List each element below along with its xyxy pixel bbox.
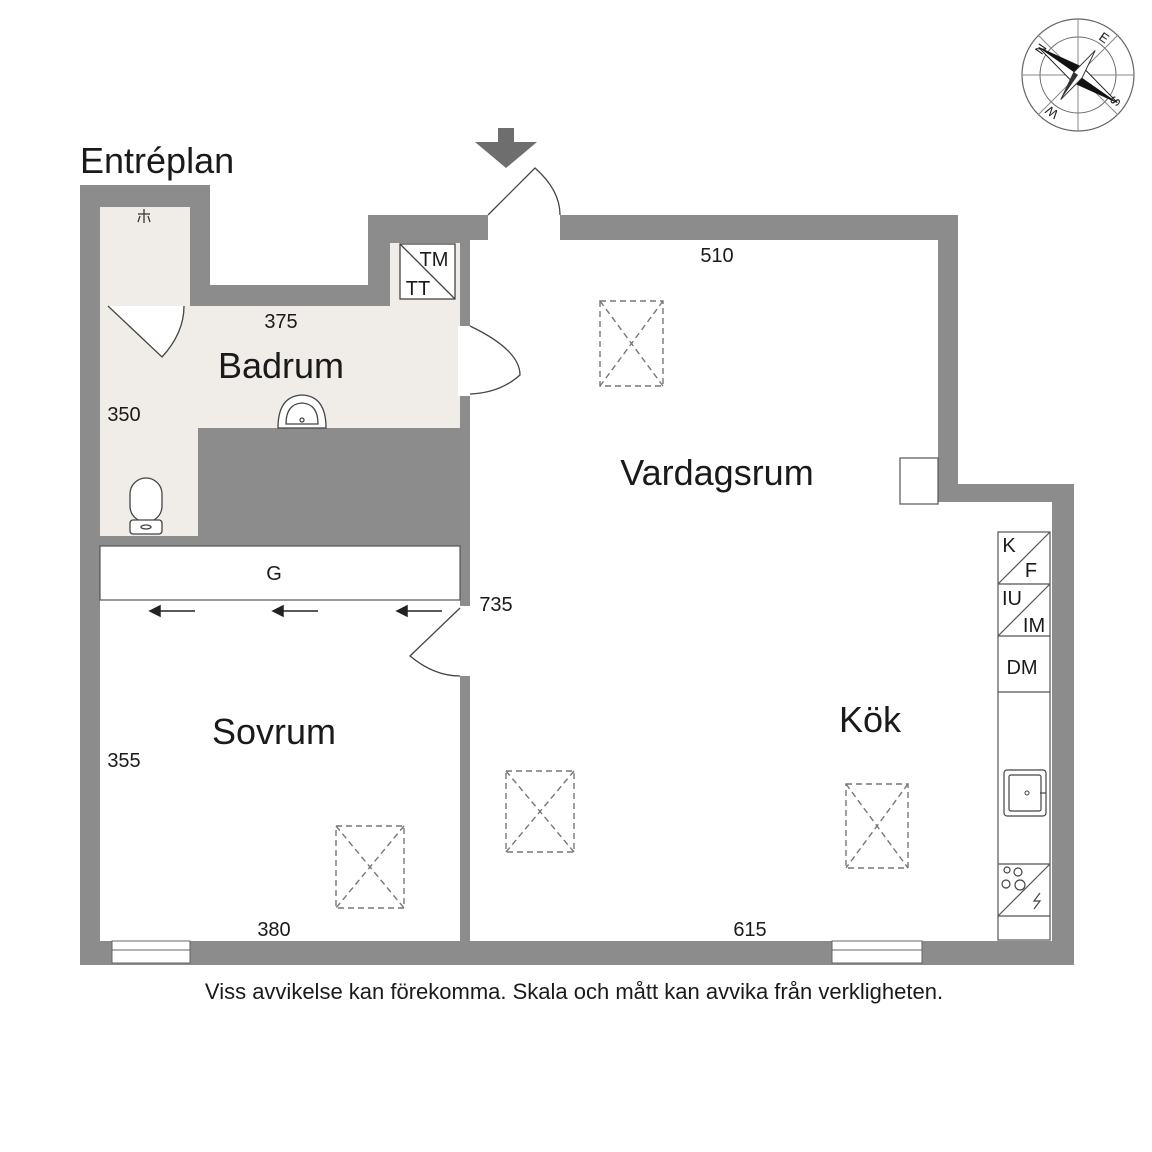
room-label-living: Vardagsrum <box>620 452 813 493</box>
sink-icon <box>277 394 327 429</box>
disclaimer: Viss avvikelse kan förekomma. Skala och … <box>205 979 943 1004</box>
dryer-label: TT <box>406 278 430 300</box>
room-label-bathroom: Badrum <box>218 345 344 386</box>
entrance-door <box>487 167 561 216</box>
entrance-arrow <box>475 128 537 168</box>
room-label-bedroom: Sovrum <box>212 711 336 752</box>
shaft-block <box>198 428 460 536</box>
dim-kitchen-width: 615 <box>733 919 766 941</box>
stove-icon <box>1001 866 1026 891</box>
wardrobe <box>99 545 461 601</box>
pillar-box <box>899 457 939 505</box>
wardrobe-label: G <box>266 563 282 585</box>
skylights <box>335 300 909 909</box>
kitchen-counter: K F IU IM DM <box>997 531 1051 941</box>
dishwasher-label: DM <box>1006 657 1037 679</box>
dim-bedroom-width: 380 <box>257 919 290 941</box>
room-label-kitchen: Kök <box>839 699 902 740</box>
window-bedroom <box>111 940 191 964</box>
shower-door <box>107 305 185 358</box>
microwave-im-label: IM <box>1023 615 1045 637</box>
living-floor <box>470 240 1052 941</box>
shower-icon <box>137 209 151 223</box>
sliding-door-arrows <box>148 604 442 618</box>
dim-total-depth: 735 <box>479 594 512 616</box>
bathroom-floor <box>100 207 460 536</box>
compass-icon: N E S W <box>1021 18 1135 132</box>
floor-title: Entréplan <box>80 140 234 181</box>
doors <box>107 167 561 677</box>
toilet-icon <box>129 477 163 535</box>
window-kitchen <box>831 940 923 964</box>
freezer-f-label: F <box>1025 560 1037 582</box>
oven-iu-label: IU <box>1002 588 1022 610</box>
fridge-k-label: K <box>1002 535 1016 557</box>
dim-living-width: 510 <box>700 245 733 267</box>
electric-bolt-icon <box>1032 892 1042 910</box>
washer-label: TM <box>420 249 449 271</box>
dim-bathroom-depth: 350 <box>107 404 140 426</box>
dim-bathroom-width: 375 <box>264 311 297 333</box>
washer-dryer-box: TM TT <box>399 243 456 300</box>
bathroom-door <box>469 325 521 395</box>
bedroom-door <box>409 607 461 677</box>
dim-bedroom-depth: 355 <box>107 750 140 772</box>
